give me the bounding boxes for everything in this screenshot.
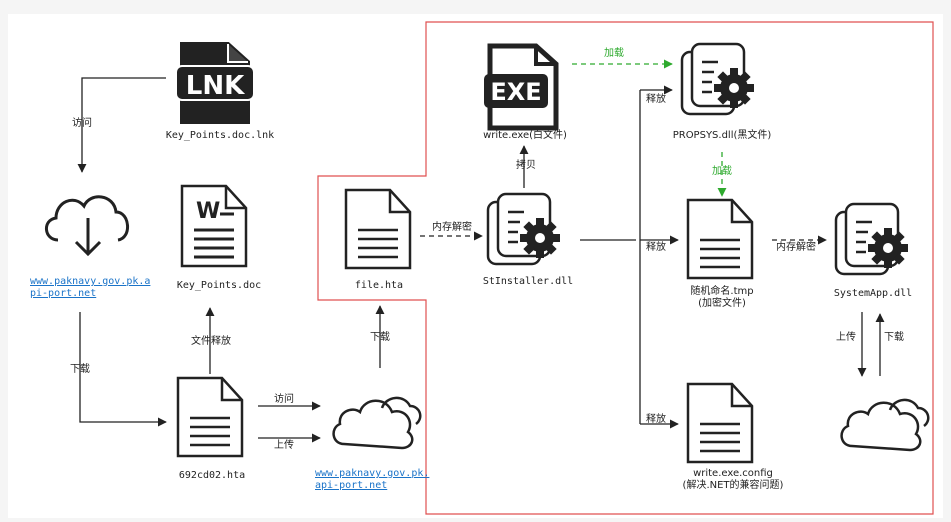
file-hta-label: file.hta <box>354 280 404 291</box>
edge-visit-1 <box>77 77 166 173</box>
edge-label-download-1: 下载 <box>70 364 90 375</box>
write-config-file-icon <box>686 382 754 464</box>
edge-label-download-2: 下载 <box>370 332 390 343</box>
edge-label-download-3: 下载 <box>884 332 904 343</box>
edge-label-release-3: 释放 <box>646 414 666 425</box>
edge-label-upload-1: 上传 <box>274 440 294 451</box>
edge-label-load-2: 加载 <box>712 166 732 177</box>
doc-file-label: Key_Points.doc <box>176 280 262 291</box>
propsys-dll-icon <box>680 42 756 116</box>
hta-local-file-icon <box>176 376 244 458</box>
diagram-panel <box>8 14 943 518</box>
cloud-url-1-link[interactable]: www.paknavy.gov.pk.a pi-port.net <box>30 276 151 299</box>
lnk-file-icon: LNK <box>175 42 255 124</box>
edge-label-copy: 拷贝 <box>516 160 536 171</box>
c2-cloud-icon-2 <box>840 398 930 452</box>
c2-cloud-icon <box>332 396 422 450</box>
word-document-icon: W <box>180 184 248 268</box>
stinstaller-label: StInstaller.dll <box>482 276 574 287</box>
systemapp-label: SystemApp.dll <box>833 288 913 299</box>
propsys-label: PROPSYS.dll(黑文件) <box>672 130 772 141</box>
edge-label-file-release: 文件释放 <box>191 336 231 347</box>
edge-label-release-2: 释放 <box>646 242 666 253</box>
edge-label-visit-1: 访问 <box>72 118 92 129</box>
svg-text:LNK: LNK <box>186 71 245 101</box>
edge-label-mem-decrypt-1: 内存解密 <box>432 222 472 233</box>
stinstaller-dll-icon <box>486 192 562 266</box>
edge-label-load-1: 加载 <box>604 48 624 59</box>
write-exe-label: write.exe(白文件) <box>483 130 567 141</box>
write-config-label: write.exe.config (解决.NET的兼容问题) <box>682 468 784 491</box>
lnk-file-label: Key_Points.doc.lnk <box>165 130 275 141</box>
cloud-download-icon <box>45 195 129 257</box>
edge-label-mem-decrypt-2: 内存解密 <box>776 242 816 253</box>
file-hta-icon <box>344 188 412 270</box>
edge-label-upload-2: 上传 <box>836 332 856 343</box>
svg-text:W: W <box>196 199 220 224</box>
systemapp-dll-icon <box>834 202 910 276</box>
edge-label-visit-2: 访问 <box>274 394 294 405</box>
edge-label-release-1: 释放 <box>646 94 666 105</box>
edge-download-1 <box>79 312 167 427</box>
hta-local-label: 692cd02.hta <box>178 470 246 481</box>
random-tmp-label: 随机命名.tmp (加密文件) <box>690 286 754 309</box>
random-tmp-file-icon <box>686 198 754 280</box>
cloud-url-2-link[interactable]: www.paknavy.gov.pk. api-port.net <box>315 468 430 491</box>
infection-boundary <box>317 21 934 515</box>
exe-file-icon: EXE <box>484 43 559 131</box>
svg-text:EXE: EXE <box>490 78 541 106</box>
